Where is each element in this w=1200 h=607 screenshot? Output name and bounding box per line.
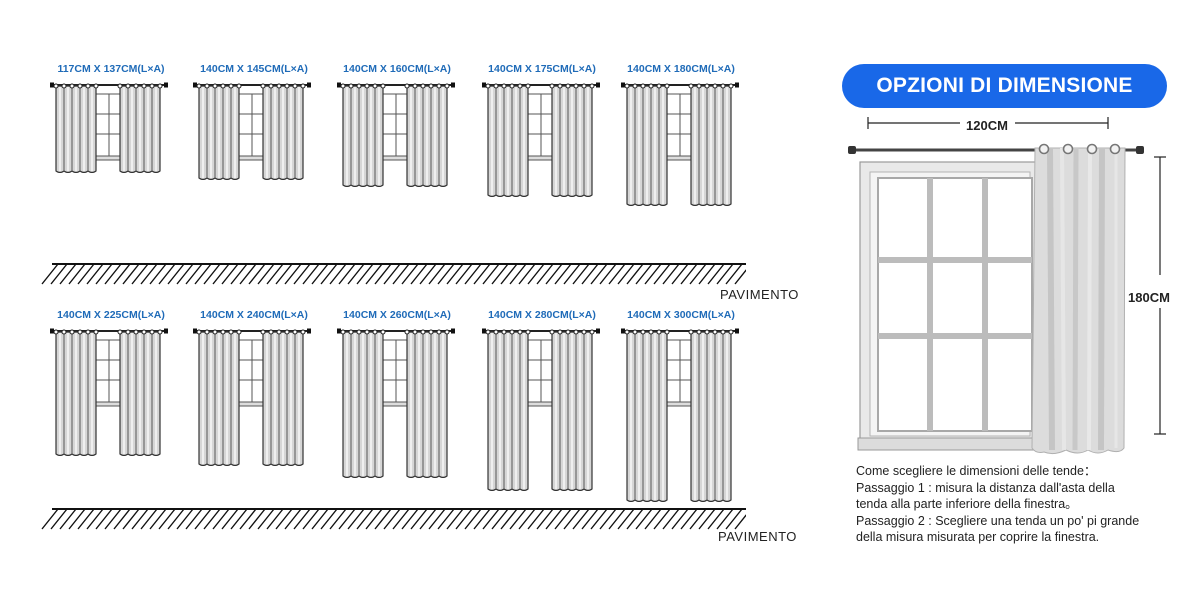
curtain-illustration-140x240 [193, 328, 311, 466]
height-dimension-line [1154, 156, 1166, 435]
size-label-140x160: 140CM X 160CM(L×A) [343, 63, 451, 75]
curtain-illustration-140x180 [621, 82, 739, 206]
size-label-140x240: 140CM X 240CM(L×A) [200, 309, 308, 321]
measuring-instructions: Come scegliere le dimensioni delle tende… [856, 463, 1166, 546]
window-frame [857, 161, 1045, 451]
curtain-illustration-140x300 [621, 328, 739, 502]
size-label-140x180: 140CM X 180CM(L×A) [627, 63, 735, 75]
size-options-title: OPZIONI DI DIMENSIONE [842, 64, 1167, 108]
instructions-step2: Passaggio 2 : Scegliere una tenda un po'… [856, 513, 1140, 528]
window-curtain-diagram [848, 117, 1166, 455]
instructions-heading: Come scegliere le dimensioni delle tende… [856, 464, 1097, 478]
size-label-140x145: 140CM X 145CM(L×A) [200, 63, 308, 75]
floor-label-bottom: PAVIMENTO [718, 529, 797, 544]
instructions-step2-cont: della misura misurata per coprire la fin… [856, 530, 1100, 544]
width-dimension-label: 120CM [966, 118, 1008, 133]
instructions-step1: Passaggio 1 : misura la distanza dall'as… [856, 480, 1115, 495]
curtain-illustration-140x280 [482, 328, 600, 491]
instructions-step1-cont: tenda alla parte inferiore della finestr… [856, 497, 1078, 511]
curtain-illustration-140x225 [50, 328, 168, 456]
size-label-140x260: 140CM X 260CM(L×A) [343, 309, 451, 321]
floor-hatching-bottom [41, 508, 746, 530]
curtain-illustration-117x137 [50, 82, 168, 173]
curtain-illustration-140x160 [337, 82, 455, 187]
width-dimension-line [867, 117, 1109, 129]
size-label-140x225: 140CM X 225CM(L×A) [57, 309, 165, 321]
curtain-illustration-140x145 [193, 82, 311, 180]
height-dimension-label: 180CM [1128, 290, 1170, 305]
size-label-140x300: 140CM X 300CM(L×A) [627, 309, 735, 321]
floor-label-top: PAVIMENTO [720, 287, 799, 302]
size-label-140x175: 140CM X 175CM(L×A) [488, 63, 596, 75]
curtain-illustration-140x260 [337, 328, 455, 478]
size-label-140x280: 140CM X 280CM(L×A) [488, 309, 596, 321]
curtain-panel [1031, 143, 1126, 455]
size-label-117x137: 117CM X 137CM(L×A) [57, 63, 165, 75]
floor-hatching-top [41, 263, 746, 285]
curtain-illustration-140x175 [482, 82, 600, 197]
